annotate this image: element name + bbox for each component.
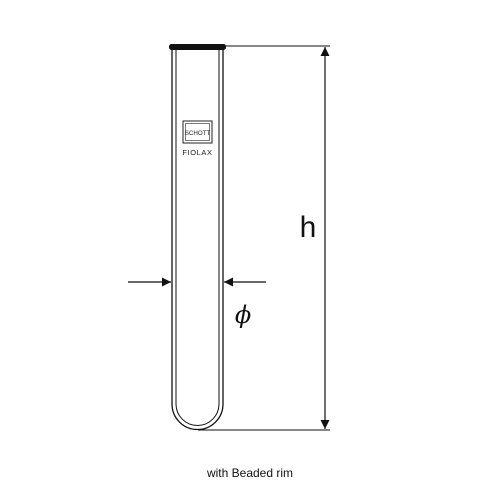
schott-logo-frame — [182, 120, 213, 144]
test-tube — [169, 44, 226, 431]
diameter-dimension: ϕ — [128, 277, 266, 329]
height-dimension: h — [198, 45, 330, 431]
beaded-rim — [169, 44, 226, 50]
height-label: h — [300, 211, 317, 244]
tube-inner-wall — [175, 50, 220, 426]
tube-outer-wall — [171, 49, 224, 431]
logo-brand-text: SCHOTT — [185, 130, 211, 137]
caption: with Beaded rim — [206, 466, 294, 480]
schott-logo-inner-frame — [185, 123, 210, 141]
logo-product-text: FIOLAX — [182, 148, 212, 157]
diameter-label: ϕ — [235, 301, 251, 329]
schott-logo: SCHOTT FIOLAX — [182, 120, 213, 157]
